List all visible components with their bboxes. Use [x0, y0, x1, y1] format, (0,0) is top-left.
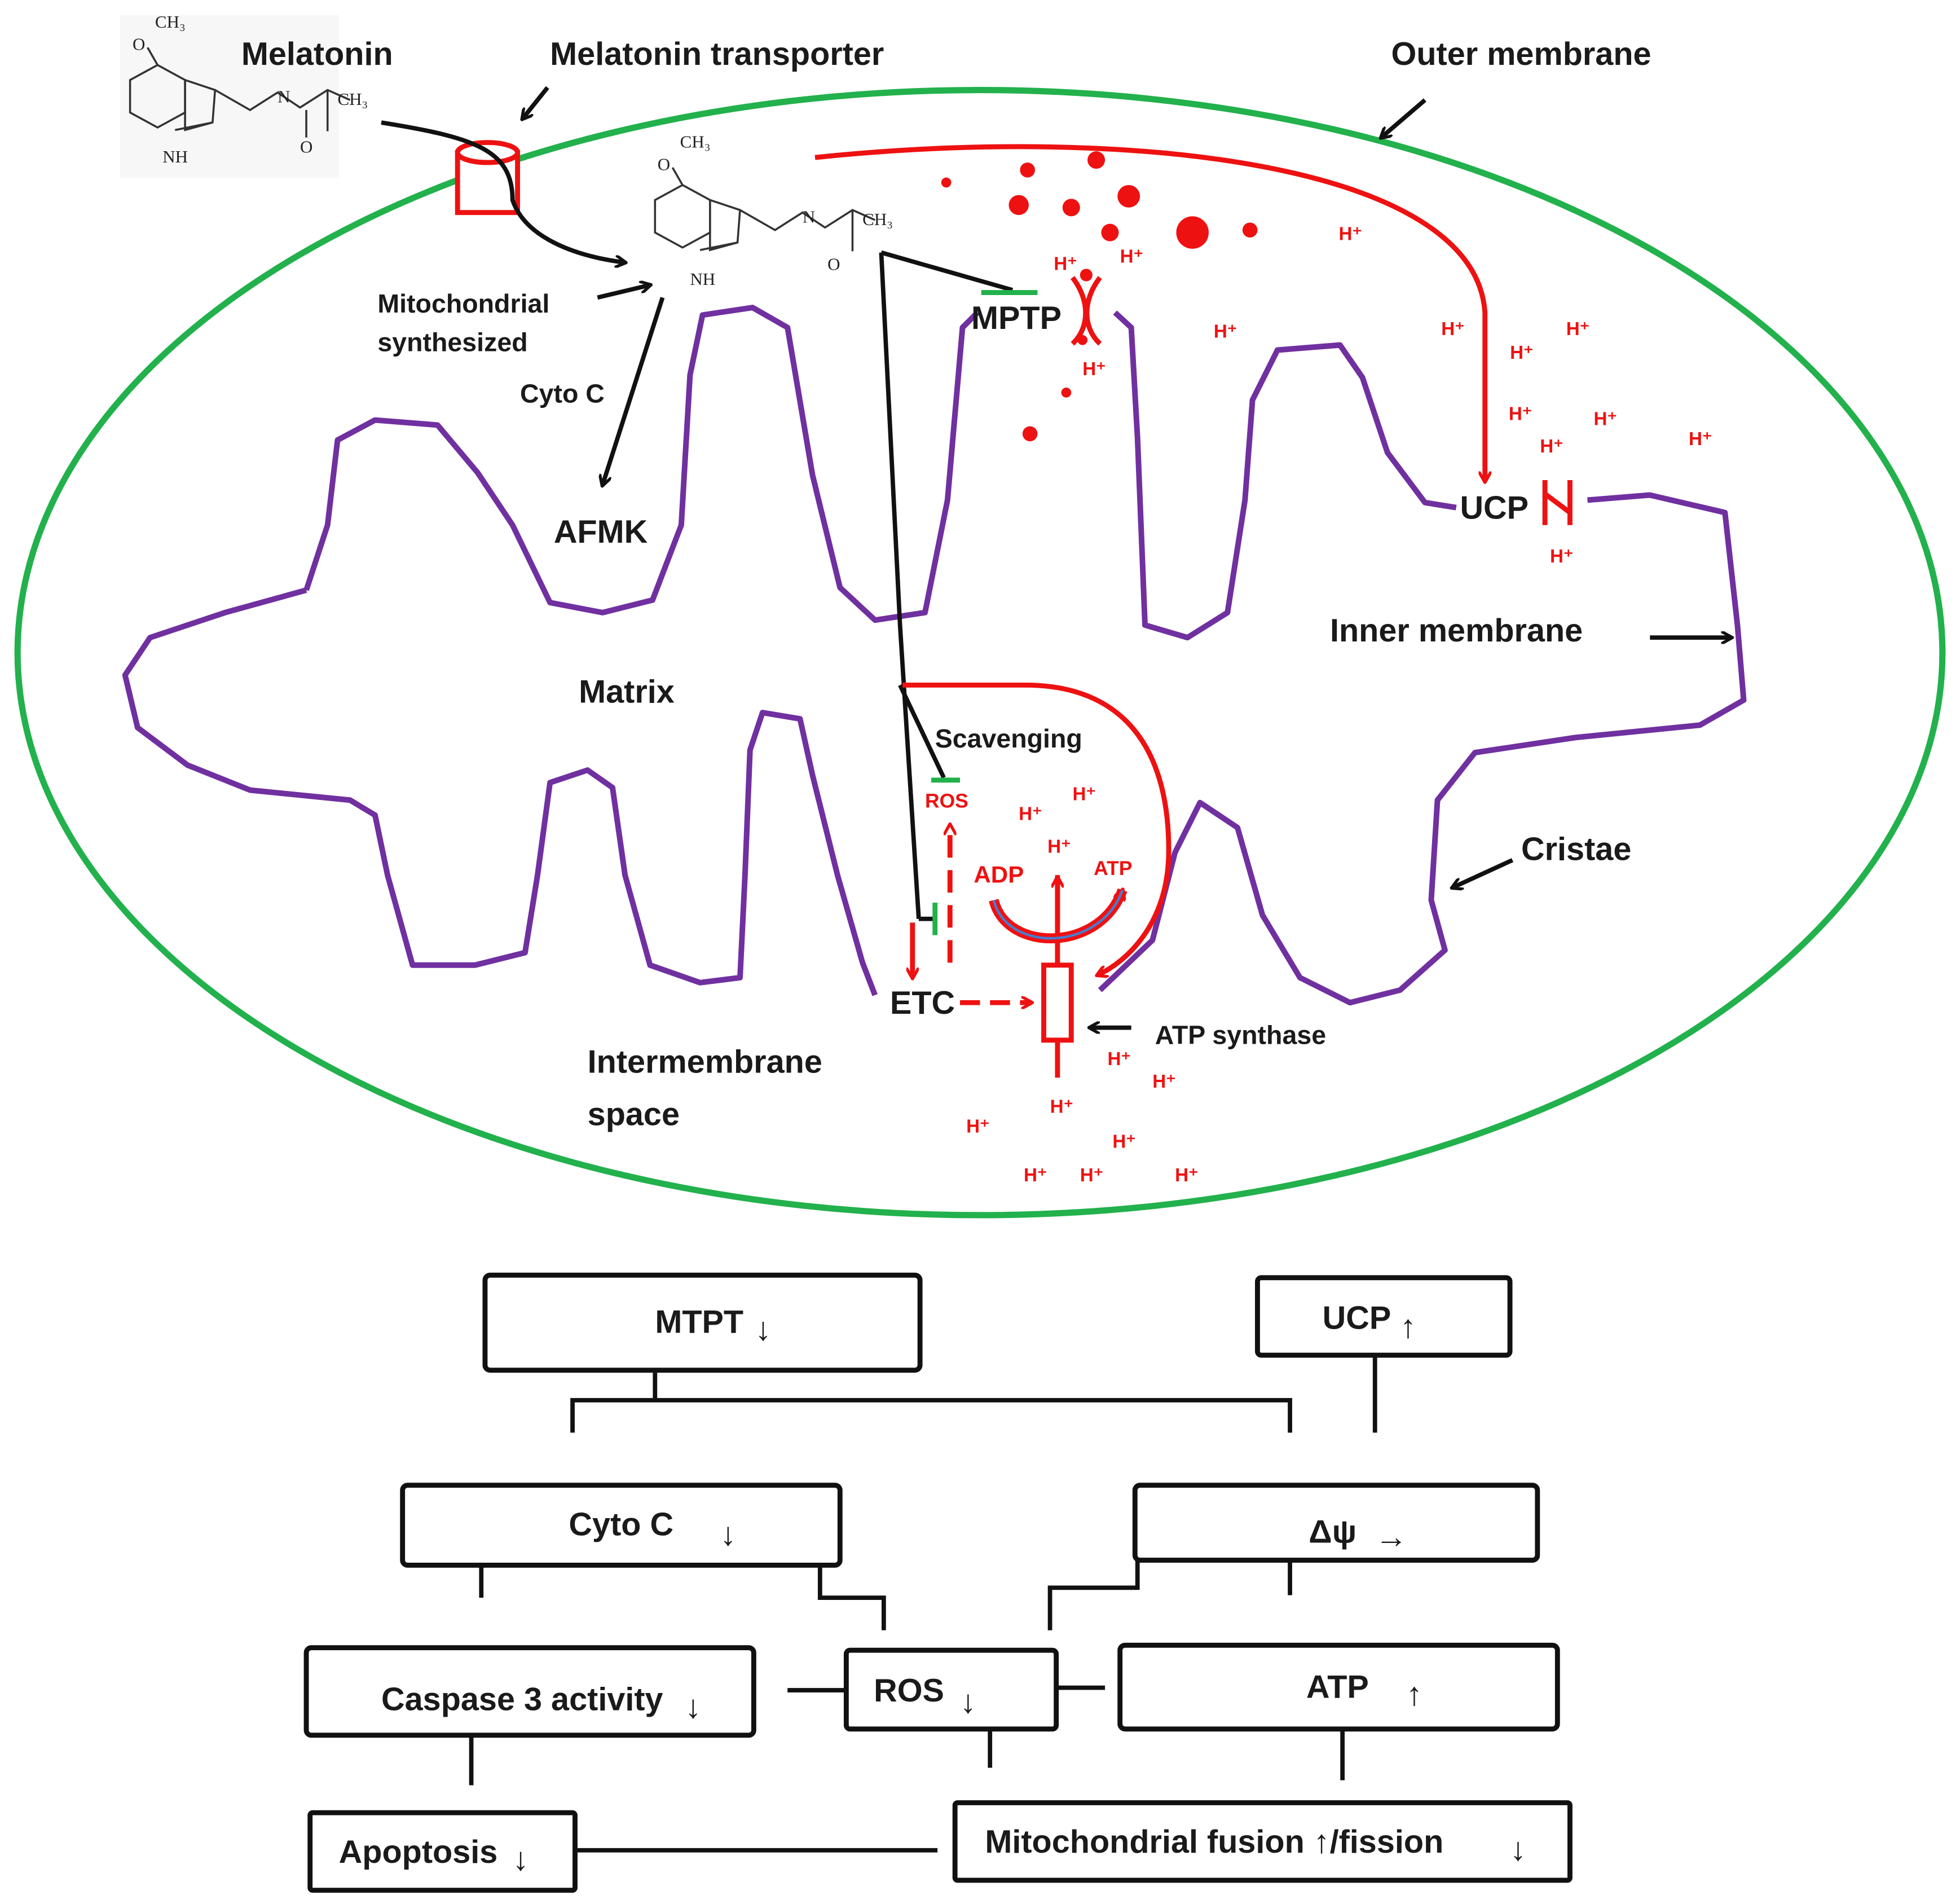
proton-label: H⁺	[1550, 546, 1574, 567]
proton-label: H⁺	[1214, 321, 1237, 342]
svg-text:CH₃: CH₃	[862, 209, 893, 229]
svg-text:↑: ↑	[1406, 1677, 1422, 1713]
proton-label: H⁺	[1338, 223, 1362, 244]
atp-box: ATP	[1306, 1669, 1369, 1705]
caspase-box: Caspase 3 activity	[381, 1682, 663, 1718]
svg-text:O: O	[827, 254, 840, 274]
outer-membrane	[14, 87, 1946, 1219]
proton-label: H⁺	[1080, 1165, 1104, 1186]
proton-label: H⁺	[966, 1116, 990, 1137]
svg-text:AFMK: AFMK	[554, 514, 648, 550]
svg-text:ADP: ADP	[974, 861, 1024, 888]
proton-label: H⁺	[1540, 436, 1563, 457]
svg-text:ATP: ATP	[1094, 857, 1132, 880]
melatonin-structure-inside: O CH₃ NH N CH₃ O	[654, 131, 893, 289]
inner-membrane	[122, 305, 1747, 1006]
proton-labels: H⁺H⁺H⁺H⁺H⁺H⁺H⁺H⁺H⁺H⁺H⁺H⁺H⁺H⁺H⁺H⁺H⁺H⁺H⁺H⁺…	[966, 223, 1712, 1186]
svg-text:MPTP: MPTP	[971, 300, 1062, 336]
proton-label: H⁺	[1019, 804, 1042, 825]
svg-text:→: →	[1375, 1519, 1408, 1555]
atp-synthase	[1041, 962, 1074, 1043]
svg-text:↓: ↓	[960, 1684, 976, 1720]
svg-text:O: O	[300, 137, 312, 156]
svg-text:ATP synthase: ATP synthase	[1155, 1020, 1326, 1049]
svg-text:↓: ↓	[720, 1516, 737, 1553]
svg-text:↑: ↑	[1400, 1309, 1416, 1345]
svg-text:NH: NH	[162, 147, 188, 166]
svg-text:ROS: ROS	[925, 790, 968, 812]
svg-text:CH₃: CH₃	[680, 131, 711, 151]
proton-label: H⁺	[1175, 1165, 1199, 1186]
proton-label: H⁺	[1120, 246, 1144, 267]
svg-text:space: space	[588, 1096, 680, 1132]
svg-text:synthesized: synthesized	[377, 328, 527, 357]
svg-text:Cristae: Cristae	[1521, 832, 1631, 868]
apoptosis-box: Apoptosis	[339, 1834, 498, 1870]
proton-label: H⁺	[1509, 404, 1532, 425]
svg-text:UCP: UCP	[1460, 490, 1529, 526]
ros-box: ROS	[874, 1673, 944, 1709]
proton-label: H⁺	[1047, 836, 1071, 857]
svg-text:CH₃: CH₃	[337, 89, 368, 109]
svg-text:↓: ↓	[1510, 1831, 1526, 1867]
delta-psi-box: Δψ	[1309, 1514, 1356, 1550]
melatonin-structure: O CH₃ NH N CH₃ O	[120, 12, 368, 178]
proton-label: H⁺	[1441, 319, 1465, 340]
svg-text:Intermembrane: Intermembrane	[588, 1044, 822, 1080]
svg-text:NH: NH	[690, 269, 715, 289]
flow-chart: MTPT ↓ UCP ↑ Cyto C ↓ Δψ → Caspase 3 act…	[303, 1272, 1573, 1893]
svg-text:Mitochondrial: Mitochondrial	[377, 289, 549, 318]
outer-membrane-label: Outer membrane	[1391, 36, 1651, 72]
svg-text:O: O	[658, 154, 670, 174]
mtpt-box: MTPT	[655, 1304, 743, 1340]
proton-label: H⁺	[1050, 1096, 1074, 1117]
svg-text:N: N	[803, 206, 815, 226]
svg-text:Inner membrane: Inner membrane	[1330, 613, 1583, 649]
melatonin-transporter	[455, 140, 521, 216]
svg-text:Cyto C: Cyto C	[520, 379, 605, 408]
svg-text:CH₃: CH₃	[155, 12, 186, 32]
ucp-box: UCP	[1323, 1300, 1391, 1336]
proton-label: H⁺	[1594, 408, 1618, 429]
svg-text:↓: ↓	[685, 1689, 702, 1725]
proton-label: H⁺	[1072, 784, 1096, 804]
proton-label: H⁺	[1689, 429, 1712, 450]
svg-text:Scavenging: Scavenging	[935, 724, 1082, 753]
proton-label: H⁺	[1152, 1071, 1176, 1092]
svg-text:O: O	[133, 34, 145, 54]
proton-label: H⁺	[1108, 1049, 1131, 1070]
svg-text:↓: ↓	[755, 1312, 772, 1348]
proton-label: H⁺	[1510, 342, 1534, 363]
ion-dots	[941, 151, 1258, 442]
melatonin-label: Melatonin	[241, 36, 393, 72]
proton-label: H⁺	[1054, 254, 1077, 275]
fusion-fission-box: Mitochondrial fusion ↑/fission	[985, 1824, 1443, 1860]
proton-label: H⁺	[1024, 1165, 1047, 1186]
proton-label: H⁺	[1082, 359, 1106, 380]
svg-text:N: N	[278, 87, 290, 107]
svg-text:↓: ↓	[513, 1841, 529, 1877]
melatonin-transporter-label: Melatonin transporter	[550, 36, 884, 72]
svg-text:ETC: ETC	[890, 985, 955, 1021]
cyto-c-box: Cyto C	[569, 1506, 673, 1542]
proton-label: H⁺	[1112, 1131, 1136, 1152]
proton-label: H⁺	[1566, 319, 1590, 340]
svg-text:Matrix: Matrix	[579, 674, 675, 710]
